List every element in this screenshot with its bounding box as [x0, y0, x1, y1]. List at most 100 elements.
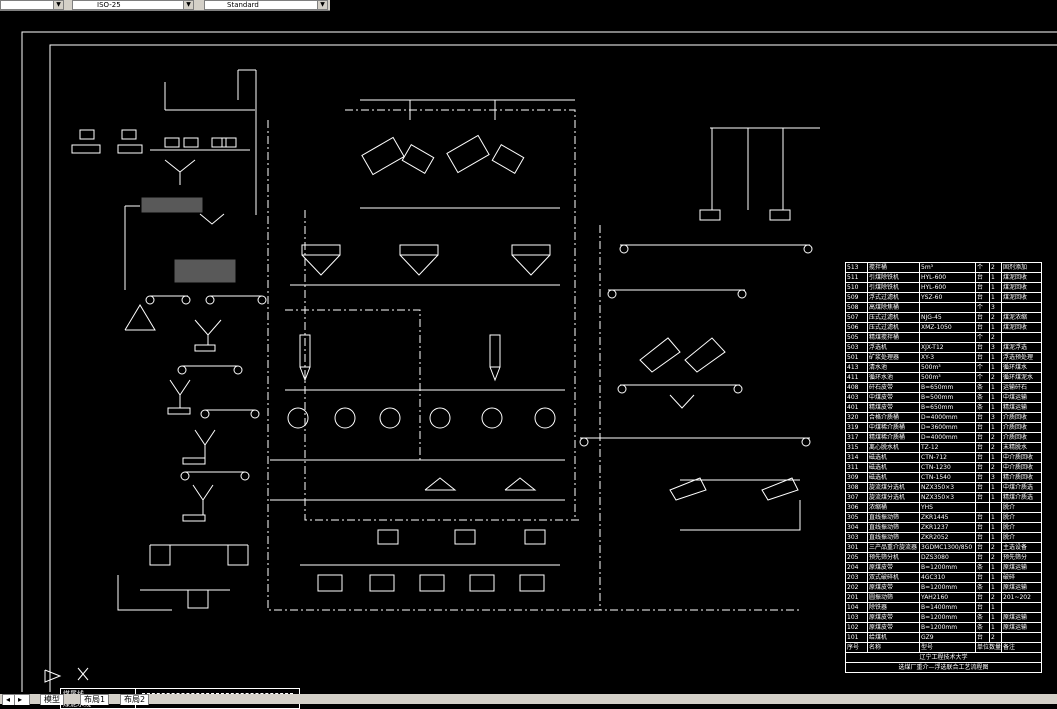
table-cell: 直线振动筛 — [867, 532, 920, 543]
table-cell: 505 — [845, 332, 868, 343]
table-cell: 1 — [989, 622, 1002, 633]
table-cell: 台 — [975, 522, 990, 533]
table-cell: 台 — [975, 532, 990, 543]
table-cell: 个 — [975, 332, 990, 343]
tab-layout-2[interactable]: 布局2 — [120, 694, 150, 705]
chevron-down-icon[interactable]: ▼ — [53, 1, 63, 9]
table-cell — [1001, 332, 1042, 343]
table-cell: 304 — [845, 522, 868, 533]
table-cell: 台 — [975, 292, 990, 303]
table-cell: ZKR2052 — [919, 532, 976, 543]
table-cell: 2 — [989, 592, 1002, 603]
tab-layout-1[interactable]: 布局1 — [80, 694, 110, 705]
table-cell: 原煤皮带 — [867, 622, 920, 633]
table-cell: 条 — [975, 392, 990, 403]
table-cell: 精煤皮带 — [867, 402, 920, 413]
cyclone-row — [285, 244, 565, 391]
table-cell: 浮选预处理 — [1001, 352, 1042, 363]
table-cell: 脱介 — [1001, 532, 1042, 543]
table-cell: 506 — [845, 322, 868, 333]
table-cell: CTN-1540 — [919, 472, 976, 483]
product-belts — [579, 127, 820, 610]
table-cell: 个 — [975, 262, 990, 273]
table-cell: NJG-45 — [919, 312, 976, 323]
tab-prev-arrow[interactable]: ▸ — [14, 694, 30, 705]
table-cell: 精煤介质选 — [1001, 492, 1042, 503]
table-cell: 台 — [975, 282, 990, 293]
table-cell: B=650mm — [919, 402, 976, 413]
table-cell: 1 — [989, 352, 1002, 363]
table-cell: 411 — [845, 372, 868, 383]
linetype-select[interactable]: ISO-25▼ — [72, 0, 194, 10]
table-cell: 精煤运输 — [1001, 402, 1042, 413]
layer-select[interactable]: ▼ — [0, 0, 64, 10]
table-cell: 2 — [989, 332, 1002, 343]
textstyle-select[interactable]: Standard▼ — [204, 0, 328, 10]
table-cell: 102 — [845, 622, 868, 633]
table-cell: 介质回收 — [1001, 412, 1042, 423]
table-cell: ZKR1237 — [919, 522, 976, 533]
header-cell: 备注 — [1001, 642, 1042, 653]
table-cell: 500m³ — [919, 372, 976, 383]
table-cell: 1 — [989, 452, 1002, 463]
table-cell: 2 — [989, 372, 1002, 383]
table-cell: 1 — [989, 382, 1002, 393]
header-cell: 序号 — [845, 642, 868, 653]
table-cell: 引煤除铁机 — [867, 272, 920, 283]
table-cell: 主选设备 — [1001, 542, 1042, 553]
table-cell: 清水池 — [867, 362, 920, 373]
table-cell: 循环煤泥水 — [1001, 372, 1042, 383]
table-cell: 台 — [975, 312, 990, 323]
tab-model[interactable]: 模型 — [40, 694, 64, 705]
flowsheet-drawing — [21, 31, 1057, 703]
table-cell: B=500mm — [919, 392, 976, 403]
table-cell: 台 — [975, 592, 990, 603]
table-cell: 314 — [845, 452, 868, 463]
title-block-row: 辽宁工程技术大学 — [845, 652, 1042, 663]
table-cell: 三产品重介旋流器 — [867, 542, 920, 553]
table-cell: 矸石皮带 — [867, 382, 920, 393]
chevron-down-icon[interactable]: ▼ — [317, 1, 327, 9]
table-cell: 1 — [989, 322, 1002, 333]
table-cell: CTN-712 — [919, 452, 976, 463]
table-cell: YSZ-60 — [919, 292, 976, 303]
table-cell: 圆振动筛 — [867, 592, 920, 603]
table-cell: 5m³ — [919, 262, 976, 273]
table-cell: 个 — [975, 302, 990, 313]
table-cell: 台 — [975, 572, 990, 583]
header-cell: 名称 — [867, 642, 920, 653]
table-cell: 1 — [989, 532, 1002, 543]
table-cell: 原煤皮带 — [867, 612, 920, 623]
table-cell: 直线振动筛 — [867, 522, 920, 533]
table-cell: HYL-600 — [919, 282, 976, 293]
table-cell: 1 — [989, 522, 1002, 533]
chevron-down-icon[interactable]: ▼ — [183, 1, 193, 9]
table-cell: 台 — [975, 552, 990, 563]
table-cell: 直线振动筛 — [867, 512, 920, 523]
table-cell: 台 — [975, 542, 990, 553]
table-cell: 104 — [845, 602, 868, 613]
table-cell: 203 — [845, 572, 868, 583]
table-cell: 中介质回收 — [1001, 462, 1042, 473]
table-cell: 501 — [845, 352, 868, 363]
